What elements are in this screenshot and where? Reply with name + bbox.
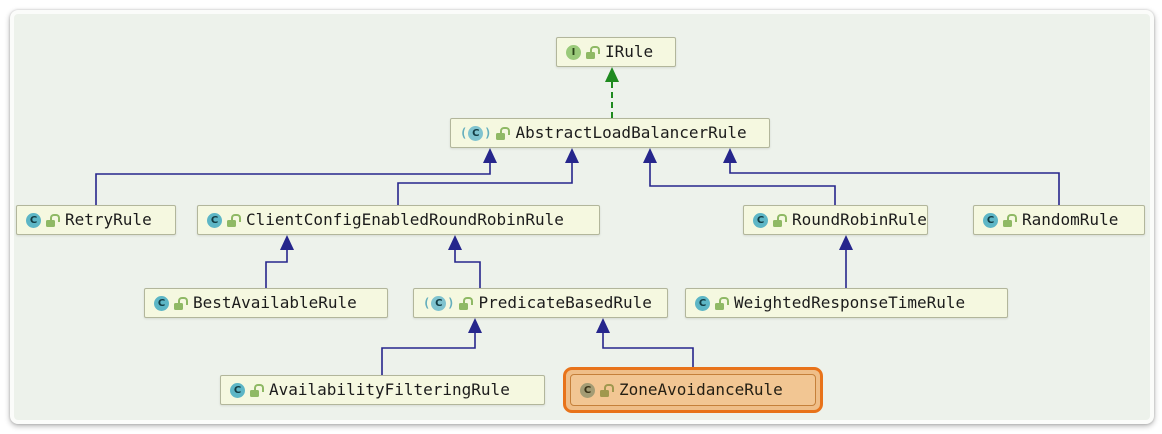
class-icon: C xyxy=(580,382,595,398)
class-icon: C xyxy=(983,212,998,228)
public-unlocked-icon xyxy=(496,126,511,141)
class-name-label: WeightedResponseTimeRule xyxy=(734,293,966,312)
public-unlocked-icon xyxy=(600,383,614,398)
public-unlocked-icon xyxy=(250,383,264,398)
class-icon: C xyxy=(695,295,710,311)
class-node-predicate-based-rule[interactable]: C PredicateBasedRule xyxy=(413,288,668,318)
class-name-label: ZoneAvoidanceRule xyxy=(619,380,783,399)
public-unlocked-icon xyxy=(174,296,188,311)
public-unlocked-icon xyxy=(773,213,787,228)
public-unlocked-icon xyxy=(1003,213,1017,228)
class-icon: C xyxy=(26,212,41,228)
selected-node-frame: C ZoneAvoidanceRule xyxy=(563,367,823,413)
class-node-client-config-enabled-round-robin-rule[interactable]: C ClientConfigEnabledRoundRobinRule xyxy=(197,205,600,235)
class-name-label: IRule xyxy=(605,42,654,61)
class-node-random-rule[interactable]: C RandomRule xyxy=(973,205,1145,235)
interface-icon: I xyxy=(566,44,581,60)
public-unlocked-icon xyxy=(46,213,60,228)
class-icon: C xyxy=(753,212,768,228)
class-node-zone-avoidance-rule[interactable]: C ZoneAvoidanceRule xyxy=(570,374,816,406)
class-name-label: BestAvailableRule xyxy=(193,293,357,312)
class-name-label: AbstractLoadBalancerRule xyxy=(515,123,747,142)
class-name-label: RetryRule xyxy=(65,210,152,229)
class-name-label: PredicateBasedRule xyxy=(478,293,652,312)
class-icon: C xyxy=(207,212,222,228)
abstract-class-icon: C xyxy=(460,125,491,141)
class-node-round-robin-rule[interactable]: C RoundRobinRule xyxy=(743,205,928,235)
public-unlocked-icon xyxy=(586,45,600,60)
public-unlocked-icon xyxy=(459,296,474,311)
class-name-label: RoundRobinRule xyxy=(792,210,927,229)
public-unlocked-icon xyxy=(227,213,241,228)
class-node-availability-filtering-rule[interactable]: C AvailabilityFilteringRule xyxy=(220,375,545,405)
class-icon: C xyxy=(230,382,245,398)
class-node-abstract-load-balancer-rule[interactable]: C AbstractLoadBalancerRule xyxy=(450,118,770,148)
class-icon: C xyxy=(154,295,169,311)
class-node-retry-rule[interactable]: C RetryRule xyxy=(16,205,176,235)
abstract-class-icon: C xyxy=(423,295,454,311)
class-name-label: RandomRule xyxy=(1022,210,1119,229)
public-unlocked-icon xyxy=(715,296,729,311)
class-node-weighted-response-time-rule[interactable]: C WeightedResponseTimeRule xyxy=(685,288,1008,318)
class-name-label: AvailabilityFilteringRule xyxy=(269,380,510,399)
class-name-label: ClientConfigEnabledRoundRobinRule xyxy=(246,210,564,229)
class-node-best-available-rule[interactable]: C BestAvailableRule xyxy=(144,288,388,318)
class-node-irule[interactable]: I IRule xyxy=(556,37,676,67)
